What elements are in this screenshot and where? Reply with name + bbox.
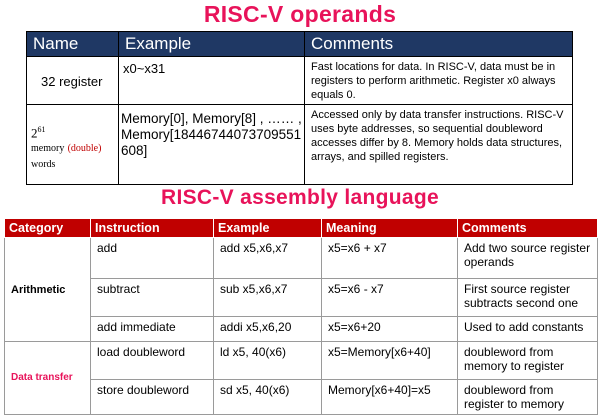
memory-comment: Accessed only by data transfer instructi… bbox=[304, 104, 573, 185]
meaning-cell: Memory[x6+40]=x5 bbox=[321, 379, 458, 415]
comment-cell: Used to add constants bbox=[457, 316, 598, 342]
memory-word-words: words bbox=[31, 159, 56, 171]
instruction-cell: add bbox=[90, 237, 214, 279]
table-row: Arithmetic add add x5,x6,x7 x5=x6 + x7 A… bbox=[4, 237, 598, 342]
instruction-cell: store doubleword bbox=[90, 379, 214, 415]
example-cell: sd x5, 40(x6) bbox=[213, 379, 322, 415]
meaning-cell: x5=x6 - x7 bbox=[321, 278, 458, 317]
operand-row-memory: 261 memory (double) words Memory[0], Memor… bbox=[26, 104, 573, 185]
register-name: 32 register bbox=[41, 74, 103, 89]
comment-cell: First source register subtracts second o… bbox=[457, 278, 598, 317]
header-comments: Comments bbox=[304, 31, 573, 57]
assembly-title: RISC-V assembly language bbox=[161, 186, 439, 209]
register-comment: Fast locations for data. In RISC-V, data… bbox=[304, 56, 573, 105]
operand-row-register: 32 register x0~x31 Fast locations for da… bbox=[26, 56, 573, 105]
assembly-header-row: Category Instruction Example Meaning Com… bbox=[4, 218, 598, 238]
meaning-cell: x5=x6+20 bbox=[321, 316, 458, 342]
register-example-cell: x0~x31 bbox=[118, 56, 305, 105]
register-name-cell: 32 register bbox=[26, 56, 119, 105]
operands-header-row: Name Example Comments bbox=[26, 31, 573, 57]
instruction-cell: load doubleword bbox=[90, 341, 214, 380]
header-name: Name bbox=[26, 31, 119, 57]
memory-example: Memory[0], Memory[8] , …… , Memory[18446… bbox=[121, 111, 302, 158]
header-example: Example bbox=[118, 31, 305, 57]
memory-name-cell: 261 memory (double) words bbox=[26, 104, 119, 185]
table-row: add immediate addi x5,x6,20 x5=x6+20 Use… bbox=[5, 316, 598, 342]
header-meaning: Meaning bbox=[321, 218, 458, 238]
header-instruction: Instruction bbox=[90, 218, 214, 238]
table-row: store doubleword sd x5, 40(x6) Memory[x6… bbox=[5, 379, 598, 415]
instruction-cell: add immediate bbox=[90, 316, 214, 342]
category-data-transfer: Data transfer bbox=[4, 341, 91, 415]
assembly-table: Category Instruction Example Meaning Com… bbox=[4, 218, 598, 415]
memory-name: 261 memory (double) words bbox=[31, 123, 118, 172]
meaning-cell: x5=Memory[x6+40] bbox=[321, 341, 458, 380]
category-arithmetic: Arithmetic bbox=[4, 237, 91, 342]
comment-cell: Add two source register operands bbox=[457, 237, 598, 279]
memory-name-exponent: 61 bbox=[37, 125, 46, 134]
example-cell: addi x5,x6,20 bbox=[213, 316, 322, 342]
operands-title: RISC-V operands bbox=[203, 1, 397, 27]
register-example: x0~x31 bbox=[123, 61, 166, 76]
memory-name-base: 2 bbox=[31, 125, 38, 141]
example-cell: add x5,x6,x7 bbox=[213, 237, 322, 279]
operands-table: Name Example Comments 32 register x0~x31… bbox=[26, 31, 573, 185]
instruction-cell: subtract bbox=[90, 278, 214, 317]
example-cell: sub x5,x6,x7 bbox=[213, 278, 322, 317]
table-row: Data transfer load doubleword ld x5, 40(… bbox=[4, 341, 598, 415]
memory-example-cell: Memory[0], Memory[8] , …… , Memory[18446… bbox=[118, 104, 305, 185]
table-row: subtract sub x5,x6,x7 x5=x6 - x7 First s… bbox=[5, 278, 598, 317]
comment-cell: doubleword from memory to register bbox=[457, 341, 598, 380]
header-example: Example bbox=[213, 218, 322, 238]
memory-word-double: (double) bbox=[67, 143, 102, 155]
memory-word-memory: memory bbox=[31, 143, 65, 155]
comment-cell: doubleword from register to memory bbox=[457, 379, 598, 415]
header-comments: Comments bbox=[457, 218, 598, 238]
header-category: Category bbox=[4, 218, 91, 238]
example-cell: ld x5, 40(x6) bbox=[213, 341, 322, 380]
meaning-cell: x5=x6 + x7 bbox=[321, 237, 458, 279]
